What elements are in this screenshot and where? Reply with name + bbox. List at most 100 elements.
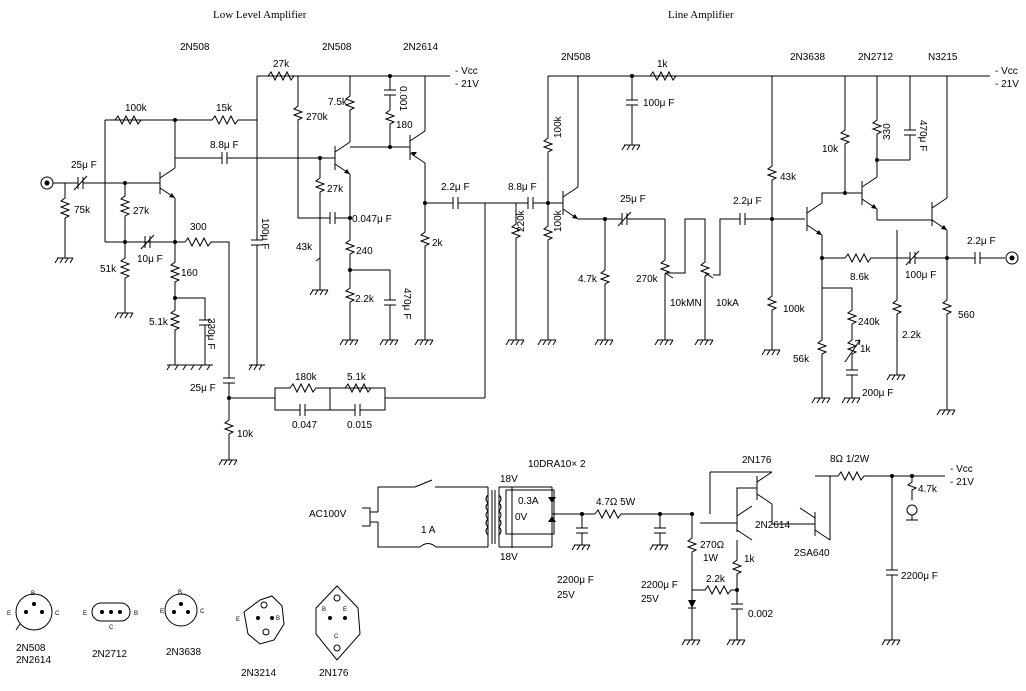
resistor-8-6k-label: 8.6k — [850, 272, 870, 283]
v21-label-line: - 21V — [995, 79, 1019, 90]
resistor-160 — [169, 242, 181, 298]
resistor-1k-psu — [731, 545, 743, 640]
resistor-2-2k-line — [891, 230, 903, 375]
input-capacitor-label: 25μ F — [71, 160, 97, 171]
resistor-1k-line-label: 1k — [657, 59, 669, 70]
resistor-5-1k-label: 5.1k — [149, 317, 169, 328]
resistor-100k — [114, 114, 142, 126]
svg-text:E: E — [83, 611, 87, 617]
resistor-10k-low — [223, 398, 235, 460]
current-label: 0.3A — [518, 496, 539, 507]
resistor-100k-line-a — [542, 76, 554, 203]
capacitor-200uf — [846, 369, 858, 398]
resistor-8ohm — [815, 470, 945, 482]
resistor-2k-label: 2k — [432, 238, 444, 249]
capacitor-330uf — [175, 297, 211, 365]
resistor-240k-label: 240k — [858, 317, 881, 328]
capacitor-0-047uf — [329, 212, 350, 224]
capacitor-2-2uf-low — [425, 197, 486, 398]
resistor-100k-line-a-label: 100k — [553, 115, 564, 138]
resistor-27k-top-label: 27k — [273, 59, 290, 70]
capacitor-200uf-label: 200μ F — [862, 388, 893, 399]
power-switch[interactable] — [414, 479, 488, 488]
resistor-2-2k-psu-label: 2.2k — [706, 574, 726, 585]
resistor-5-1k-fb — [344, 382, 372, 394]
resistor-75k — [59, 183, 71, 258]
capacitor-8-8uf-line-label: 8.8μ F — [508, 182, 537, 193]
resistor-2k — [419, 76, 431, 340]
low-level-amplifier: - Vcc - 21V 25μ F 75k 2N508 100k 15k — [40, 42, 486, 466]
resistor-51k-label: 51k — [100, 264, 117, 275]
line-q4-label: N3215 — [928, 52, 958, 63]
resistor-75k-label: 75k — [74, 205, 91, 216]
transistor-q2-2n508 — [320, 141, 351, 175]
resistor-10k-line — [839, 76, 851, 193]
input-capacitor-25uf — [73, 175, 160, 191]
q2-low-label: 2N508 — [322, 42, 352, 53]
pot-270k-label: 270k — [636, 274, 659, 285]
pot-10kmn-label: 10kMN — [670, 298, 702, 309]
resistor-4-7k-psu-label: 4.7k — [918, 484, 938, 495]
resistor-27k-bias — [119, 183, 131, 242]
transistor-line-q4 — [877, 197, 948, 231]
resistor-270ohm-wattage: 1W — [703, 553, 719, 564]
resistor-27k-bias-label: 27k — [133, 206, 150, 217]
capacitor-8-8uf-low-label: 8.8μ F — [210, 140, 239, 151]
resistor-160-label: 160 — [181, 268, 198, 279]
capacitor-2200uf-a-voltage: 25V — [557, 590, 575, 601]
resistor-27k-q2-label: 27k — [327, 184, 344, 195]
capacitor-470uf-line — [904, 76, 916, 160]
svg-text:B: B — [31, 591, 35, 597]
svg-text:C: C — [55, 611, 60, 617]
resistor-8ohm-label: 8Ω 1/2W — [830, 454, 870, 465]
resistor-100k-label: 100k — [125, 103, 148, 114]
pinout-2n508-label: 2N508 — [16, 643, 46, 654]
psu-vcc-label: - Vcc — [950, 464, 973, 475]
line-q1-label: 2N508 — [561, 52, 591, 63]
resistor-100k-line-b-label: 100k — [553, 209, 564, 232]
resistor-4-7k — [599, 219, 611, 340]
pinout-2n3214: E B — [236, 595, 285, 645]
transistor-2n2614-psu — [700, 505, 753, 541]
transistor-2n176 — [709, 471, 773, 514]
resistor-7-5k — [344, 76, 356, 142]
psu-v21-label: - 21V — [950, 477, 974, 488]
title-low-level-amplifier: Low Level Amplifier — [213, 9, 307, 21]
capacitor-25uf-feedback — [223, 365, 235, 398]
resistor-220k-label: 220k — [516, 209, 527, 232]
resistor-27k-q2 — [314, 158, 326, 258]
transistor-line-q3-2n2712 — [861, 176, 878, 210]
resistor-4-7k-psu — [906, 476, 918, 500]
capacitor-2-2uf-low-label: 2.2μ F — [441, 182, 470, 193]
svg-text:C: C — [200, 609, 205, 615]
output-jack — [1005, 251, 1019, 265]
resistor-7-5k-label: 7.5k — [328, 97, 348, 108]
secondary-top-label: 18V — [500, 474, 518, 485]
ac-input-label: AC100V — [309, 509, 347, 520]
resistor-8-6k — [822, 252, 910, 264]
resistor-240-label: 240 — [356, 246, 373, 257]
ac-plug — [362, 486, 420, 548]
line-q3-label: 2N2712 — [858, 52, 893, 63]
pinout-2n176: B E C — [315, 585, 361, 661]
capacitor-0-001-label: 0.001 — [397, 86, 408, 111]
resistor-5-1k-fb-label: 5.1k — [347, 372, 367, 383]
resistor-270k — [292, 76, 330, 219]
resistor-43k-line-label: 43k — [780, 172, 797, 183]
resistor-51k — [119, 242, 131, 313]
capacitor-100uf-low — [251, 76, 263, 365]
power-supply: AC100V 1 A 18V 18V 10DRA10× 2 0.3A 0V 4.… — [309, 454, 974, 646]
transistor-line-q1-2n508 — [562, 186, 579, 220]
pinout-2n2712-label: 2N2712 — [92, 649, 127, 660]
potentiometer-10ka — [704, 218, 740, 279]
svg-text:E: E — [343, 607, 347, 613]
resistor-15k-label: 15k — [216, 103, 233, 114]
capacitor-2200uf-a — [576, 514, 588, 545]
resistor-4-7ohm — [594, 508, 692, 520]
resistor-300 — [175, 236, 230, 365]
ground-75k — [54, 257, 74, 264]
resistor-100k-line-c-label: 100k — [783, 304, 806, 315]
pinout-2n2614-label: 2N2614 — [16, 655, 51, 666]
svg-text:E: E — [160, 609, 164, 615]
resistor-10k-low-label: 10k — [237, 429, 254, 440]
